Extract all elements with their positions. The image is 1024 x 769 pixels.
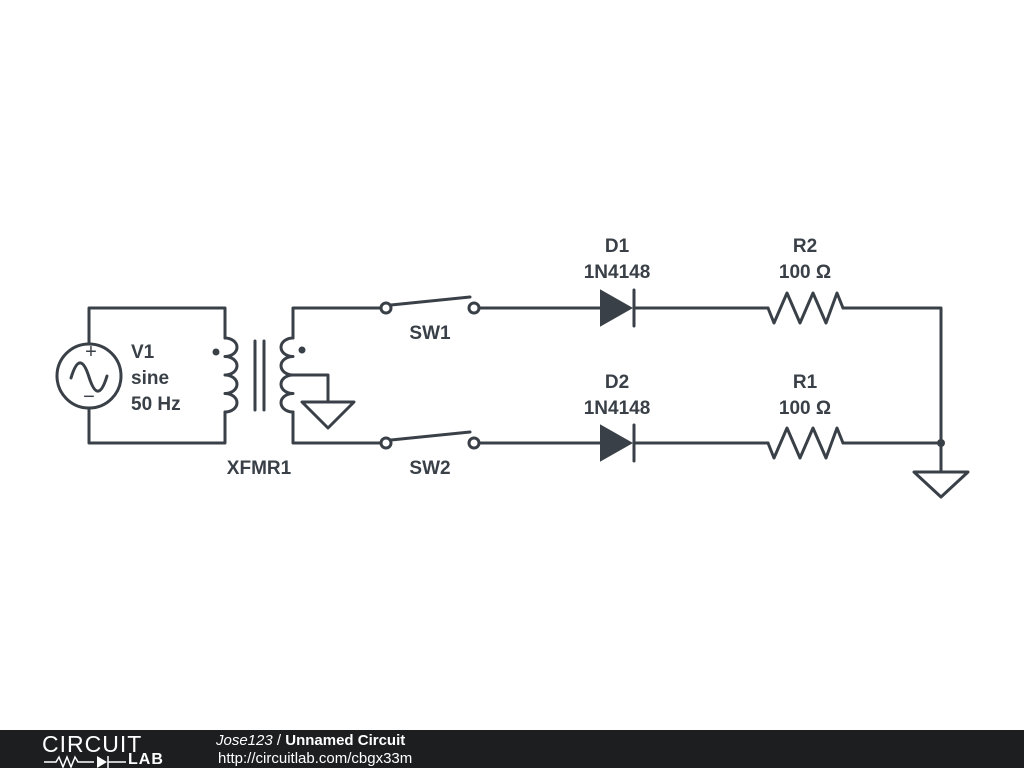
- switch-terminal-icon: [467, 301, 481, 315]
- secondary-polarity-dot: [298, 346, 306, 354]
- wire-r2-right: [841, 306, 943, 474]
- r2-value-label: 100 Ω: [779, 262, 831, 283]
- wire-v1-top: [87, 306, 227, 346]
- resistor-r1[interactable]: [766, 426, 845, 460]
- ground-icon[interactable]: [912, 470, 970, 499]
- circuit-attribution: Jose123 / Unnamed Circuit: [216, 732, 405, 749]
- switch-terminal-icon: [379, 301, 393, 315]
- wires: [87, 306, 943, 474]
- primary-coil-icon: [223, 336, 239, 414]
- switch-terminal-icon: [467, 436, 481, 450]
- resistor-zigzag-icon: [766, 291, 845, 325]
- attribution-separator: /: [272, 732, 286, 749]
- d2-part-label: 1N4148: [584, 398, 651, 419]
- logo-text-lab: LAB: [128, 751, 164, 768]
- resistor-zigzag-icon: [766, 426, 845, 460]
- minus-sign: −: [83, 386, 95, 408]
- sine-wave-icon: [69, 361, 109, 393]
- r1-name-label: R1: [793, 372, 818, 393]
- wire-sec-bottom: [291, 410, 383, 445]
- voltage-source-v1[interactable]: + −: [55, 341, 123, 410]
- circuit-schematic: + − V1 sine 50 Hz XFMR1 SW1 SW2 D1 1N414…: [55, 236, 970, 499]
- diode-d1[interactable]: [600, 288, 636, 328]
- circuit-url-link[interactable]: http://circuitlab.com/cbgx33m: [218, 750, 413, 767]
- v1-name-label: V1: [131, 342, 155, 363]
- footer-bar: CIRCUIT LAB Jose123 / Unnamed Circuit ht…: [0, 730, 1024, 768]
- logo-text-circuit: CIRCUIT: [42, 731, 143, 757]
- wire-v1-bottom: [87, 406, 227, 445]
- logo-diode-resistor-icon: [44, 754, 126, 768]
- wire-center-tap: [291, 373, 330, 404]
- diode-triangle-icon: [600, 424, 634, 462]
- wire-sec-top: [291, 306, 383, 340]
- switch-blade-icon: [389, 295, 472, 307]
- diode-triangle-icon: [600, 289, 634, 327]
- sw2-label: SW2: [409, 458, 450, 479]
- switch-blade-icon: [389, 430, 472, 442]
- primary-polarity-dot: [212, 348, 220, 356]
- d2-name-label: D2: [605, 372, 629, 393]
- sw1-label: SW1: [409, 323, 451, 344]
- switch-terminal-icon: [379, 436, 393, 450]
- v1-freq-label: 50 Hz: [131, 394, 181, 415]
- transformer-xfmr1[interactable]: [212, 336, 306, 414]
- plus-sign: +: [85, 341, 97, 363]
- v1-type-label: sine: [131, 368, 169, 389]
- circuitlab-logo[interactable]: CIRCUIT LAB: [42, 732, 182, 768]
- switch-sw1[interactable]: [379, 295, 481, 315]
- switch-sw2[interactable]: [379, 430, 481, 450]
- r2-name-label: R2: [793, 236, 817, 257]
- d1-name-label: D1: [605, 236, 630, 257]
- secondary-coil-icon: [279, 336, 295, 414]
- resistor-r2[interactable]: [766, 291, 845, 325]
- author-name[interactable]: Jose123: [216, 732, 273, 749]
- ground-icon[interactable]: [300, 400, 356, 430]
- junction-dot: [937, 439, 945, 447]
- xfmr-label: XFMR1: [227, 458, 292, 479]
- diode-d2[interactable]: [600, 423, 636, 463]
- r1-value-label: 100 Ω: [779, 398, 831, 419]
- source-circle-icon: [55, 342, 123, 410]
- circuit-title[interactable]: Unnamed Circuit: [285, 732, 406, 749]
- d1-part-label: 1N4148: [584, 262, 651, 283]
